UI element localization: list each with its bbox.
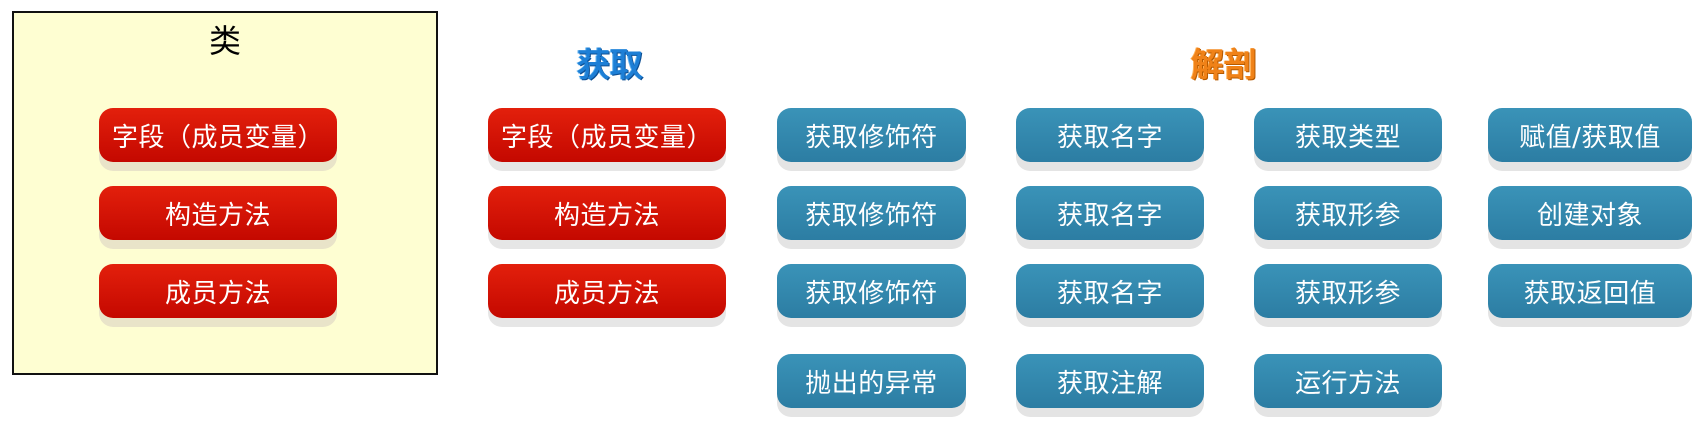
annotation-pill: 获取注解 [1016,354,1204,408]
fetch-field-pill: 字段（成员变量） [488,108,726,162]
class-method-pill: 成员方法 [99,264,337,318]
fetch-method-pill: 成员方法 [488,264,726,318]
modifier-pill: 获取修饰符 [777,186,966,240]
fetch-heading: 获取 [577,45,643,84]
fetch-constructor-pill: 构造方法 [488,186,726,240]
name-pill: 获取名字 [1016,108,1204,162]
dissect-heading: 解剖 [1191,45,1257,84]
name-pill: 获取名字 [1016,186,1204,240]
class-field-pill: 字段（成员变量） [99,108,337,162]
set-get-value-pill: 赋值/获取值 [1488,108,1692,162]
modifier-pill: 获取修饰符 [777,264,966,318]
return-value-pill: 获取返回值 [1488,264,1692,318]
name-pill: 获取名字 [1016,264,1204,318]
exception-pill: 抛出的异常 [777,354,966,408]
parameter-pill: 获取形参 [1254,264,1442,318]
class-title: 类 [208,22,241,60]
class-constructor-pill: 构造方法 [99,186,337,240]
parameter-pill: 获取形参 [1254,186,1442,240]
create-object-pill: 创建对象 [1488,186,1692,240]
modifier-pill: 获取修饰符 [777,108,966,162]
type-pill: 获取类型 [1254,108,1442,162]
invoke-method-pill: 运行方法 [1254,354,1442,408]
